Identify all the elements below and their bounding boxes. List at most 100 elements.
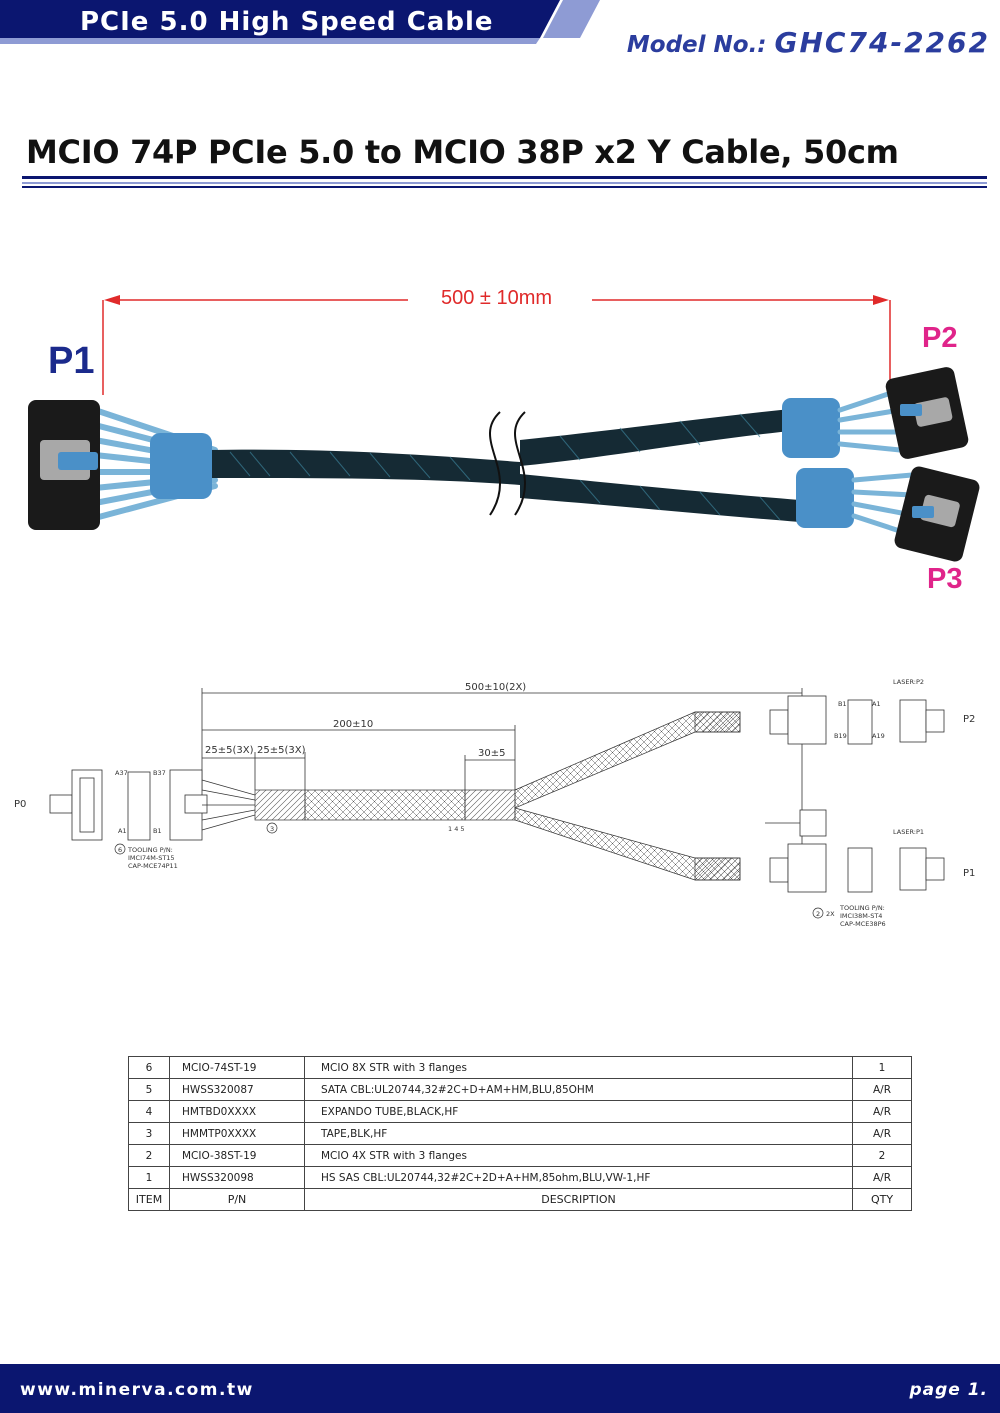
pin-a1-p2: A1 — [872, 700, 881, 708]
bom-part-number: HMTBD0XXXX — [169, 1100, 305, 1123]
cable-photo — [28, 295, 980, 562]
callout-2: 2 — [816, 910, 820, 918]
tooling-right-2: IMCI38M-ST4 — [840, 912, 882, 920]
header-qty: QTY — [852, 1188, 912, 1211]
footer-website-link[interactable]: www.minerva.com.tw — [20, 1380, 254, 1400]
title-underline — [22, 176, 987, 188]
dim-total-label: 500±10(2X) — [465, 682, 526, 693]
main-cable — [210, 449, 520, 485]
p1-connector-drawing — [769, 843, 945, 893]
table-header-row: ITEM P/N DESCRIPTION QTY — [128, 1188, 912, 1211]
bom-description: TAPE,BLK,HF — [304, 1122, 853, 1145]
callout-2-circle — [812, 907, 824, 919]
bom-part-number: HWSS320087 — [169, 1078, 305, 1101]
lower-tape — [694, 857, 741, 881]
p3-sleeve — [796, 468, 854, 528]
page-title: MCIO 74P PCIe 5.0 to MCIO 38P x2 Y Cable… — [26, 133, 899, 171]
dim-200-label: 200±10 — [333, 719, 373, 730]
pin-b1: B1 — [153, 827, 162, 835]
pin-b37: B37 — [153, 769, 166, 777]
pin-b1-p2: B1 — [838, 700, 847, 708]
bom-qty: 2 — [852, 1144, 912, 1167]
tooling-left-2: IMCI74M-ST15 — [128, 854, 175, 862]
table-row: 3 HMMTP0XXXX TAPE,BLK,HF A/R — [128, 1122, 912, 1145]
p3-connector — [894, 466, 980, 562]
header-title: PCIe 5.0 High Speed Cable — [80, 7, 494, 37]
port-label-p1: P1 — [48, 340, 95, 382]
model-number: Model No.: GHC74-2262 — [627, 26, 990, 59]
p2-connector — [885, 367, 969, 459]
table-row: 6 MCIO-74ST-19 MCIO 8X STR with 3 flange… — [128, 1056, 912, 1079]
bom-item: 3 — [128, 1122, 170, 1145]
upper-tape — [694, 711, 741, 733]
bom-description: EXPANDO TUBE,BLACK,HF — [304, 1100, 853, 1123]
header-part-number: P/N — [169, 1188, 305, 1211]
bom-item: 5 — [128, 1078, 170, 1101]
port-label-p3: P3 — [927, 563, 963, 595]
table-row: 2 MCIO-38ST-19 MCIO 4X STR with 3 flange… — [128, 1144, 912, 1167]
bom-description: SATA CBL:UL20744,32#2C+D+AM+HM,BLU,85OHM — [304, 1078, 853, 1101]
bom-qty: A/R — [852, 1122, 912, 1145]
fan-wires-left — [201, 779, 256, 831]
p0-connector-drawing — [49, 769, 208, 841]
p2-sleeve — [782, 398, 840, 458]
length-dimension-label: 500 ± 10mm — [441, 287, 553, 309]
laser-p1-label: LASER:P1 — [893, 828, 924, 836]
break-mark — [489, 411, 526, 516]
tape-section-right — [464, 789, 516, 821]
bom-description: MCIO 8X STR with 3 flanges — [304, 1056, 853, 1079]
p1-sleeve — [150, 433, 212, 499]
bom-item: 1 — [128, 1166, 170, 1189]
pin-a1: A1 — [118, 827, 127, 835]
dim-30-label: 30±5 — [478, 748, 505, 759]
table-row: 4 HMTBD0XXXX EXPANDO TUBE,BLACK,HF A/R — [128, 1100, 912, 1123]
bom-qty: A/R — [852, 1078, 912, 1101]
pin-b19-p2: B19 — [834, 732, 847, 740]
port-p1-label: P1 — [963, 868, 975, 879]
lower-branch-cable — [520, 474, 800, 522]
bom-description: MCIO 4X STR with 3 flanges — [304, 1144, 853, 1167]
callout-6-circle — [114, 843, 126, 855]
table-row: 1 HWSS320098 HS SAS CBL:UL20744,32#2C+2D… — [128, 1166, 912, 1189]
bom-item: 6 — [128, 1056, 170, 1079]
p2-wire-fan — [837, 387, 903, 453]
callout-3: 3 — [270, 825, 274, 833]
bom-part-number: HMMTP0XXXX — [169, 1122, 305, 1145]
bom-qty: A/R — [852, 1166, 912, 1189]
header-description: DESCRIPTION — [304, 1188, 853, 1211]
callout-6: 6 — [118, 846, 122, 854]
bom-part-number: MCIO-38ST-19 — [169, 1144, 305, 1167]
bom-item: 2 — [128, 1144, 170, 1167]
header-band — [0, 0, 600, 44]
header-item: ITEM — [128, 1188, 170, 1211]
model-label: Model No.: — [626, 32, 775, 58]
callout-3-circle — [266, 822, 278, 834]
port-label-p2: P2 — [922, 322, 958, 354]
bom-item: 4 — [128, 1100, 170, 1123]
bom-part-number: HWSS320098 — [169, 1166, 305, 1189]
bom-description: HS SAS CBL:UL20744,32#2C+2D+A+HM,85ohm,B… — [304, 1166, 853, 1189]
callout-145: 1 4 5 — [448, 825, 465, 833]
model-value: GHC74-2262 — [774, 26, 990, 59]
p2-connector-drawing — [769, 695, 945, 745]
length-dimension-line — [102, 295, 891, 395]
callout-2x: 2X — [826, 910, 835, 918]
bom-qty: A/R — [852, 1100, 912, 1123]
footer-page-number: page 1. — [909, 1380, 988, 1400]
technical-drawing: 500±10(2X) 200±10 25±5(3X) 25±5(3X) 30±5… — [14, 678, 975, 928]
mid-clip-drawing — [765, 809, 827, 837]
tooling-right-3: CAP-MCE38P6 — [840, 920, 886, 928]
p1-connector — [28, 400, 100, 530]
bom-part-number: MCIO-74ST-19 — [169, 1056, 305, 1079]
dim-25a-label: 25±5(3X) — [205, 745, 254, 756]
tooling-right-1: TOOLING P/N: — [839, 904, 885, 912]
tooling-left-1: TOOLING P/N: — [127, 846, 173, 854]
upper-branch-cable — [520, 408, 800, 466]
port-p0-label: P0 — [14, 799, 26, 810]
footer-band — [0, 1364, 1000, 1413]
braid-pattern — [229, 413, 781, 521]
table-row: 5 HWSS320087 SATA CBL:UL20744,32#2C+D+AM… — [128, 1078, 912, 1101]
port-p2-label: P2 — [963, 714, 975, 725]
tooling-left-3: CAP-MCE74P11 — [128, 862, 178, 870]
bill-of-materials-table: 6 MCIO-74ST-19 MCIO 8X STR with 3 flange… — [128, 1056, 912, 1211]
